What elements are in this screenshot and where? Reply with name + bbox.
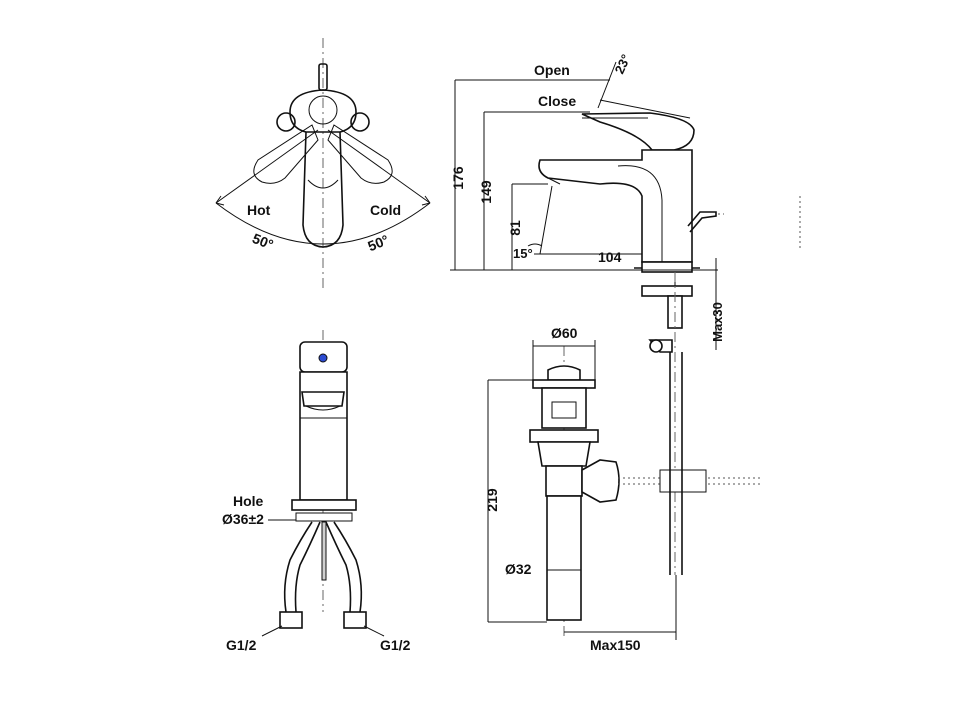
cold-angle-label: 50° <box>365 231 391 254</box>
handle-cold-position <box>327 124 393 184</box>
pop-up-plug <box>547 365 581 381</box>
mount-nut <box>641 285 693 297</box>
hot-limit-line <box>215 129 319 204</box>
lever-angle-label: 23° <box>612 52 634 76</box>
right-mount-lug <box>350 112 370 132</box>
dim-spout-reach: 104 <box>598 249 622 265</box>
dim-spout-height: 81 <box>507 220 523 236</box>
right-hose-nut <box>343 611 367 629</box>
cartridge-circle <box>308 95 338 125</box>
dim-pipe-diameter: Ø32 <box>505 561 532 577</box>
left-hose-nut <box>279 611 303 629</box>
open-lever-line <box>599 99 691 119</box>
hole-label: Hole <box>233 493 264 509</box>
right-connection-label: G1/2 <box>380 637 411 653</box>
close-label: Close <box>538 93 576 109</box>
spout-angle-label: 15° <box>513 246 533 261</box>
dim-deck-thickness: Max30 <box>710 302 725 342</box>
front-view: Hole Ø36±2 G1/2 G1/2 <box>222 330 411 653</box>
center-stud <box>321 521 327 581</box>
left-hose <box>283 521 313 613</box>
faucet-body <box>538 149 693 263</box>
drain-flange <box>532 379 596 389</box>
drain-tee <box>545 465 583 497</box>
hole-size: Ø36±2 <box>222 511 264 527</box>
dim-body-height: 149 <box>478 180 494 204</box>
hot-label: Hot <box>247 202 271 218</box>
top-view: Hot Cold 50° 50° <box>215 38 431 290</box>
dim-total-height: 176 <box>450 166 466 190</box>
left-connection-label: G1/2 <box>226 637 257 653</box>
drain-gasket <box>537 441 591 467</box>
hot-angle-label: 50° <box>250 230 276 253</box>
top-view-body <box>289 89 357 133</box>
drain-locknut <box>529 429 599 443</box>
body-inner-curve <box>617 165 663 262</box>
drain-view: Ø60 219 Ø32 Max150 <box>484 325 760 653</box>
left-connection-leader <box>261 625 283 637</box>
open-label: Open <box>534 62 570 78</box>
top-lever-stub <box>318 63 328 91</box>
left-mount-lug <box>276 112 296 132</box>
dim-offset: Max150 <box>590 637 641 653</box>
front-base <box>291 499 357 511</box>
pop-up-rod-knob <box>687 211 717 233</box>
hot-cold-indicator-icon <box>318 353 328 363</box>
right-hose <box>333 521 363 613</box>
front-washer <box>295 512 353 522</box>
handle-hot-position <box>253 124 319 184</box>
tailpiece-pipe <box>546 495 582 621</box>
aerator-tip <box>547 177 561 185</box>
dim-flange-diameter: Ø60 <box>551 325 578 341</box>
aerator-curve <box>305 405 341 411</box>
left-hose-inner <box>294 521 321 613</box>
drain-window <box>551 401 577 419</box>
cold-label: Cold <box>370 202 401 218</box>
rod-screw <box>649 339 663 353</box>
lever-handle <box>581 112 695 151</box>
body-base <box>641 261 693 273</box>
aerator-front <box>301 391 345 407</box>
dim-drain-height: 219 <box>484 488 500 512</box>
handle-inner-line <box>307 179 339 189</box>
cold-limit-line <box>327 129 431 204</box>
right-connection-leader <box>363 625 385 637</box>
side-view: Open Close 23° 15° 176 149 81 104 Max30 <box>450 52 801 575</box>
handle-center <box>302 131 344 248</box>
pivot-nut <box>581 459 620 503</box>
open-angle-line <box>597 61 617 109</box>
rod-clip <box>659 469 707 493</box>
spout-angle-arc <box>527 243 543 247</box>
right-hose-inner <box>325 521 352 613</box>
spout-angle-line <box>539 185 553 255</box>
rotation-arc <box>215 202 431 245</box>
